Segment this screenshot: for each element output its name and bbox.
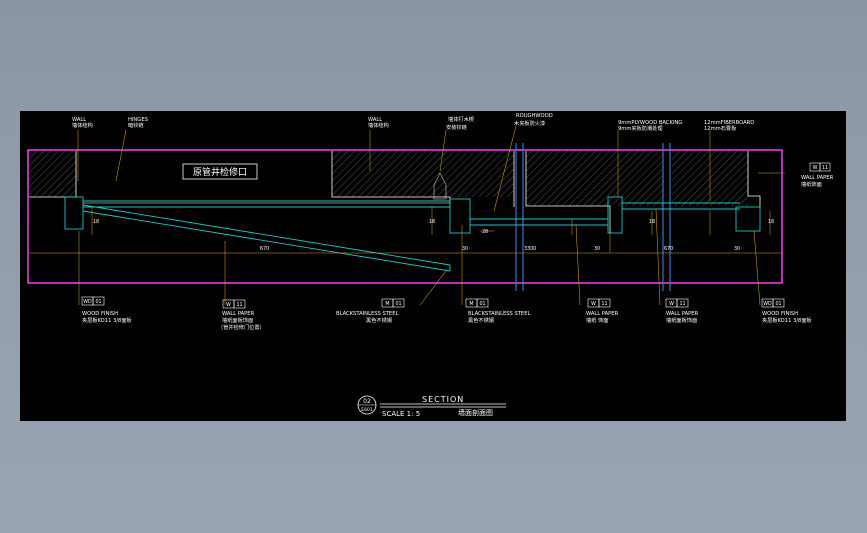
title-bubble-ref: E601 <box>361 407 373 413</box>
wp-right-line2: 墙纸面板饰面 <box>666 316 697 324</box>
wall-2-line2: 墙体结构 <box>368 121 389 129</box>
wall-2-line1: WALL <box>368 117 382 123</box>
dim-span-mid: 3300 <box>524 246 536 252</box>
wood-right-tag-left: WD <box>763 301 772 307</box>
steel-door-tag-left: M <box>385 301 389 307</box>
steel-door-line2: 黑色不锈钢 <box>366 316 392 324</box>
wood-left-tag-right: 01 <box>95 299 101 305</box>
roughwood-line2: 木夹板防火漆 <box>514 119 545 127</box>
right-tag-box-right <box>819 162 831 172</box>
room-label: 原管井检修口 <box>193 166 247 178</box>
title-bubble-num: 02 <box>363 398 371 405</box>
steel-strip-tag-right: 01 <box>479 301 485 307</box>
hinges-line2: 暗铰链 <box>128 121 144 129</box>
fiberboard-line2: 12mm石膏板 <box>704 124 737 132</box>
drawing-canvas: 原管井检修口 WALL 墙体结构 HINGES 暗铰链 WALL 墙体结构 墙体… <box>20 111 846 421</box>
wood-left-line2: 夹层板KO11 3/8面板 <box>82 316 133 324</box>
right-tag-right: 11 <box>822 165 828 171</box>
wp-right-tag-left: W <box>669 301 674 307</box>
wp-door-tag-left: W <box>226 302 231 308</box>
drawing-border <box>27 149 783 284</box>
section-drawing: 原管井检修口 WALL 墙体结构 HINGES 暗铰链 WALL 墙体结构 墙体… <box>27 113 834 418</box>
wp-door-line2: 墙纸面板饰面 <box>222 316 253 324</box>
steel-strip-tag-left: M <box>469 301 473 307</box>
wall-hatch-left <box>29 151 76 197</box>
panel-geometry <box>64 196 761 272</box>
title-block: 02 E601 SECTION SCALE 1: 5 墙面剖面图 <box>357 395 506 418</box>
dim-gap-c: 30 <box>734 246 740 252</box>
wood-left-tag-left: WD <box>83 299 92 305</box>
dim-span-left: 670 <box>260 246 269 252</box>
leader-lines <box>29 125 785 306</box>
fiberboard-line1: 12mmFIBERBOARD <box>704 120 754 126</box>
dimension-labels: 18 18 18 18 670 30 3300 30 670 30 28 <box>93 219 774 252</box>
wp-right-tag-right: 11 <box>679 301 685 307</box>
wall-1-line1: WALL <box>72 117 86 123</box>
top-annotations: WALL 墙体结构 HINGES 暗铰链 WALL 墙体结构 墙体打木楔 安装铰… <box>72 113 754 132</box>
dim-depth-mid: 18 <box>429 219 435 225</box>
wp-mid-tag-left: W <box>591 301 596 307</box>
bottom-annotations: WD 01 WOOD FINISH 夹层板KO11 3/8面板 W 11 WAL… <box>81 296 813 331</box>
dim-gap-b: 30 <box>594 246 600 252</box>
hinges-line1: HINGES <box>128 117 148 123</box>
door-edge <box>83 172 450 204</box>
timber-line2: 墙体打木楔 <box>448 115 474 123</box>
steel-strip-line2: 黑色不锈钢 <box>468 316 494 324</box>
room-label-box <box>182 163 258 180</box>
right-annotation: W 11 WALL PAPER 墙纸饰面 <box>801 162 834 188</box>
right-line2: 墙纸饰面 <box>801 180 822 188</box>
wp-door-line3: （管井检修门位置） <box>218 323 265 331</box>
dim-small-offset: 28 <box>482 229 488 235</box>
wp-mid-line2: 墙纸 饰面 <box>586 316 608 324</box>
title-heading: SECTION <box>422 395 464 404</box>
steel-strip-line1: BLACKSTAINLESS STEEL <box>468 311 530 317</box>
wp-mid-tag-right: 11 <box>601 301 607 307</box>
right-tag-left: W <box>813 165 818 171</box>
wall-hatch-center <box>332 151 514 197</box>
wall-hatch-right-a <box>526 151 664 206</box>
title-scale: SCALE 1: 5 <box>382 410 420 418</box>
wp-mid-line1: WALL PAPER <box>586 311 619 317</box>
wp-door-tag-right: 11 <box>236 302 242 308</box>
dim-gap: 30 <box>462 246 468 252</box>
dim-depth-right: 18 <box>649 219 655 225</box>
column-lines <box>515 143 671 291</box>
dim-depth-small: 18 <box>93 219 99 225</box>
wood-left-line1: WOOD FINISH <box>82 311 118 317</box>
wp-door-line1: WALL PAPER <box>222 311 255 317</box>
wp-right-line1: WALL PAPER <box>666 311 699 317</box>
wood-right-tag-right: 01 <box>775 301 781 307</box>
right-line1: WALL PAPER <box>801 175 834 181</box>
wall-1-line2: 墙体结构 <box>72 121 93 129</box>
dim-depth-far: 18 <box>768 219 774 225</box>
plywood-line2: 9mm夹板防潮处理 <box>618 124 663 132</box>
dim-span-right: 670 <box>664 246 673 252</box>
roughwood-line1: ROUGHWOOD <box>516 113 553 119</box>
wood-right-line1: WOOD FINISH <box>762 311 798 317</box>
timber-line3: 安装铰链 <box>446 123 468 131</box>
steel-door-tag-right: 01 <box>395 301 401 307</box>
steel-door-line1: BLACKSTAINLESS STEEL <box>336 311 398 317</box>
plywood-line1: 9mmPLYWOOD BACKING <box>618 120 682 126</box>
wood-right-line2: 夹层板KO11 3/8面板 <box>762 316 813 324</box>
title-subtitle: 墙面剖面图 <box>458 408 493 417</box>
